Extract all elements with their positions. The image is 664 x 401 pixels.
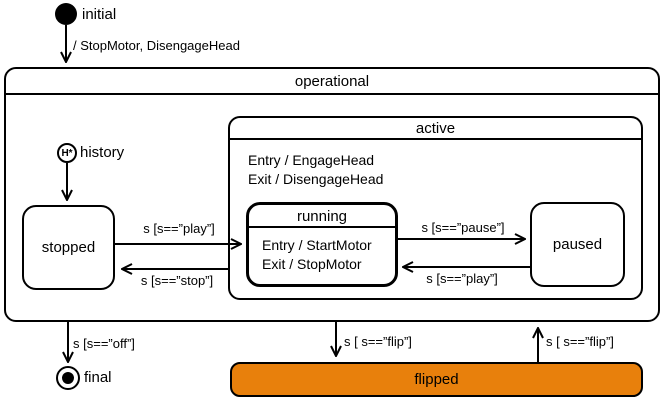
final-state-inner-dot (62, 372, 74, 384)
state-active-entry-action: Entry / EngageHead (248, 152, 375, 168)
state-active-exit-action: Exit / DisengageHead (248, 171, 384, 187)
transition-label-flipped-to-operational: s [ s==”flip”] (546, 334, 614, 349)
initial-state-label: initial (82, 6, 117, 23)
state-paused-label: paused (552, 236, 603, 253)
history-state-symbol: H* (61, 147, 73, 159)
transition-label-stopped-to-running: s [s==”play”] (143, 221, 215, 236)
history-state-label: history (80, 144, 125, 161)
transition-label-operational-to-final: s [s==”off”] (73, 336, 135, 351)
transition-label-initial-effect: / StopMotor, DisengageHead (73, 38, 240, 53)
state-stopped: stopped (22, 205, 115, 290)
state-flipped-label: flipped (414, 371, 459, 388)
state-flipped: flipped (230, 362, 643, 397)
initial-state-icon (55, 3, 77, 25)
state-stopped-label: stopped (41, 239, 96, 256)
state-running-exit-action: Exit / StopMotor (262, 256, 362, 272)
state-active-title: active (230, 118, 641, 140)
state-running-title: running (249, 205, 395, 228)
transition-label-operational-to-flipped: s [ s==”flip”] (344, 334, 412, 349)
transition-label-active-to-stopped: s [s==”stop”] (140, 273, 214, 288)
state-running-behaviors: Entry / StartMotor Exit / StopMotor (249, 228, 395, 274)
state-running-entry-action: Entry / StartMotor (262, 237, 372, 253)
state-running: running Entry / StartMotor Exit / StopMo… (246, 202, 398, 287)
transition-label-paused-to-running: s [s==”play”] (426, 271, 498, 286)
state-paused: paused (530, 202, 625, 287)
final-state-label: final (84, 369, 112, 386)
state-active-behaviors: Entry / EngageHead Exit / DisengageHead (230, 140, 641, 189)
transition-label-running-to-paused: s [s==”pause”] (421, 220, 505, 235)
state-operational-title: operational (6, 69, 658, 95)
history-state-icon: H* (57, 143, 77, 163)
final-state-icon (56, 366, 80, 390)
